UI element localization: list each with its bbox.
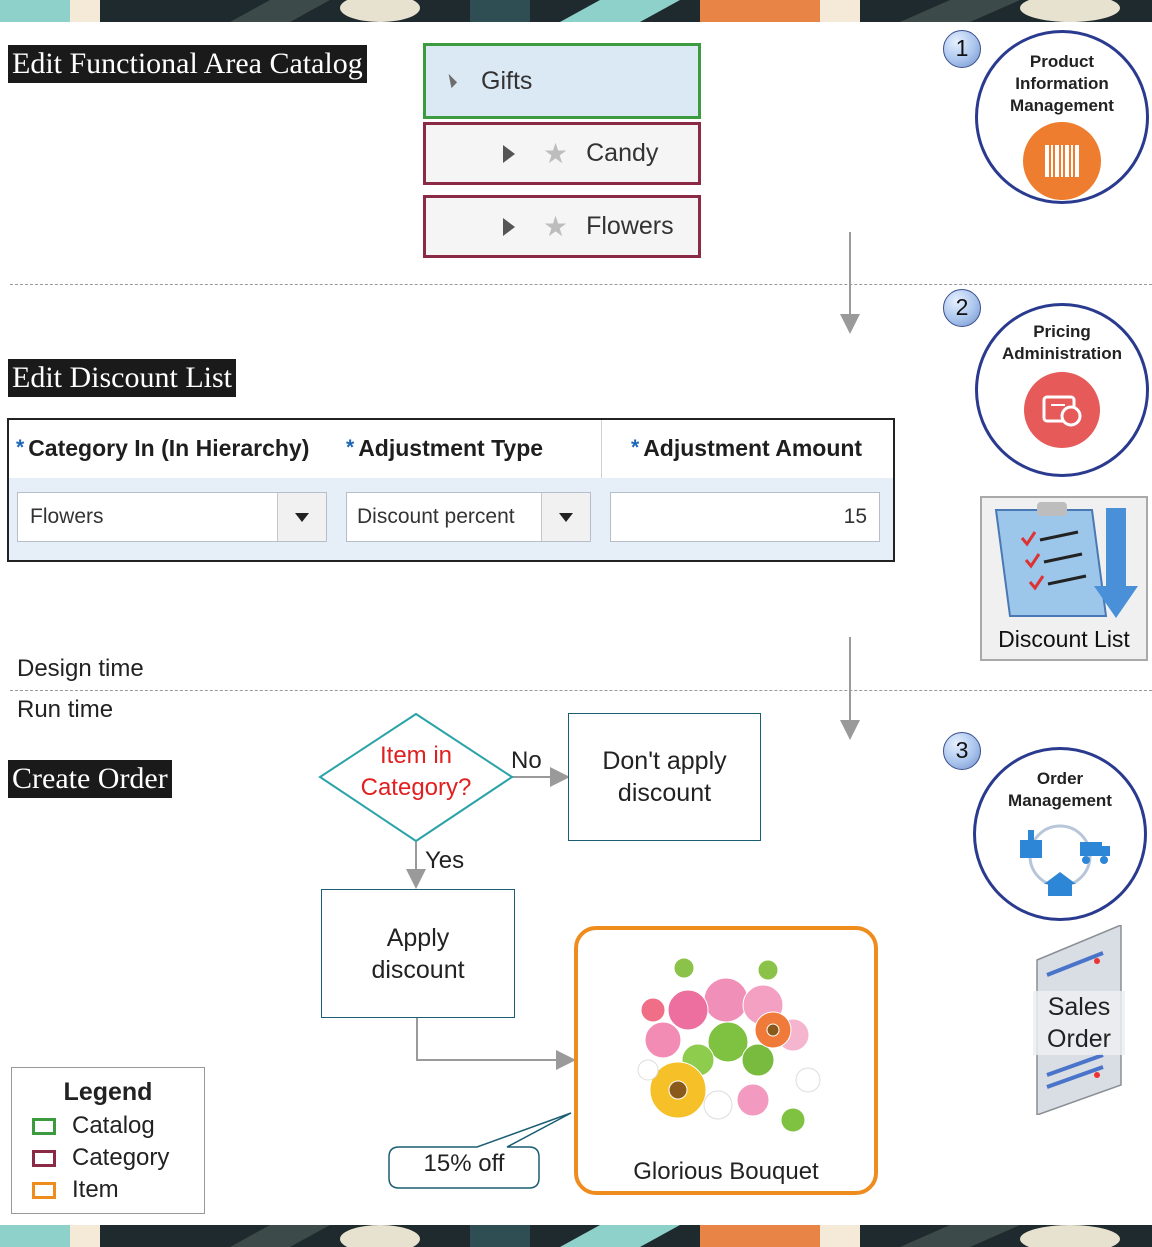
column-header-adjustment-type[interactable]: *Adjustment Type bbox=[346, 420, 543, 478]
collapse-icon[interactable] bbox=[442, 73, 458, 89]
design-time-label: Design time bbox=[17, 655, 144, 682]
category-node-flowers[interactable]: ★ Flowers bbox=[423, 195, 701, 258]
expand-icon[interactable] bbox=[503, 217, 515, 236]
required-marker: * bbox=[631, 436, 640, 459]
expand-icon[interactable] bbox=[503, 144, 515, 163]
pricing-administration-badge: Pricing Administration bbox=[975, 303, 1149, 477]
discount-list-icon: Discount List bbox=[980, 496, 1148, 661]
category-node-label: Candy bbox=[586, 139, 659, 167]
decision-line: Category? bbox=[360, 774, 472, 801]
box-line: discount bbox=[617, 779, 712, 807]
adjustment-amount-input[interactable]: 15 bbox=[610, 492, 880, 542]
callout-text: 15% off bbox=[423, 1150, 505, 1177]
catalog-node-gifts[interactable]: Gifts bbox=[423, 43, 701, 119]
discount-section-title: Edit Discount List bbox=[8, 359, 236, 397]
sales-order-label: Sales Order bbox=[1033, 991, 1125, 1055]
discount-list-label: Discount List bbox=[998, 626, 1130, 652]
legend-label: Category bbox=[72, 1144, 170, 1171]
section-divider bbox=[10, 284, 1152, 285]
legend-label: Item bbox=[72, 1176, 119, 1203]
box-line: discount bbox=[371, 955, 465, 984]
badge-title-line: Product bbox=[1029, 52, 1095, 71]
column-header-label: Adjustment Amount bbox=[643, 435, 863, 461]
legend-item-catalog: Catalog bbox=[32, 1112, 155, 1140]
price-tag-icon bbox=[1024, 372, 1100, 448]
column-header-category[interactable]: *Category In (In Hierarchy) bbox=[16, 420, 309, 478]
badge-title-line: Management bbox=[1008, 791, 1112, 810]
category-select[interactable]: Flowers bbox=[17, 492, 327, 542]
legend-swatch bbox=[32, 1181, 56, 1199]
required-marker: * bbox=[346, 436, 355, 459]
dont-apply-discount-box: Don't apply discount bbox=[568, 713, 761, 841]
catalog-section-title: Edit Functional Area Catalog bbox=[8, 45, 367, 83]
category-node-label: Flowers bbox=[586, 212, 674, 240]
star-icon[interactable]: ★ bbox=[543, 137, 569, 169]
dropdown-button[interactable] bbox=[277, 493, 326, 541]
sales-order-icon: Sales Order bbox=[1033, 925, 1125, 1115]
required-marker: * bbox=[16, 436, 25, 459]
top-banner bbox=[0, 0, 1152, 22]
box-line: Don't apply bbox=[602, 747, 727, 775]
decision-line: Item in bbox=[379, 742, 453, 769]
column-header-label: Category In (In Hierarchy) bbox=[28, 435, 310, 461]
design-run-divider bbox=[10, 690, 1152, 691]
item-card: Glorious Bouquet bbox=[574, 926, 878, 1195]
no-branch-label: No bbox=[511, 747, 542, 774]
discount-lines-table: *Category In (In Hierarchy) *Adjustment … bbox=[7, 418, 895, 562]
dropdown-button[interactable] bbox=[541, 493, 590, 541]
badge-title-line: Order bbox=[1036, 769, 1084, 788]
legend: Legend Catalog Category Item bbox=[11, 1067, 205, 1214]
catalog-node-label: Gifts bbox=[481, 66, 533, 95]
column-header-label: Adjustment Type bbox=[358, 435, 544, 461]
legend-item-category: Category bbox=[32, 1144, 169, 1172]
bouquet-image bbox=[637, 957, 821, 1133]
order-management-badge: Order Management bbox=[973, 747, 1147, 921]
supply-chain-icon bbox=[1020, 824, 1110, 896]
star-icon[interactable]: ★ bbox=[543, 210, 569, 242]
bottom-banner bbox=[0, 1225, 1152, 1247]
item-name: Glorious Bouquet bbox=[633, 1158, 819, 1185]
table-row: Flowers Discount percent 15 bbox=[9, 478, 893, 560]
legend-item-item: Item bbox=[32, 1176, 119, 1204]
category-node-candy[interactable]: ★ Candy bbox=[423, 122, 701, 185]
apply-discount-box: Apply discount bbox=[321, 889, 515, 1018]
column-divider bbox=[601, 420, 602, 478]
column-header-adjustment-amount[interactable]: *Adjustment Amount bbox=[631, 420, 862, 478]
step-number-1: 1 bbox=[943, 30, 981, 68]
run-time-label: Run time bbox=[17, 696, 114, 723]
box-line: Apply bbox=[386, 923, 450, 952]
yes-branch-label: Yes bbox=[425, 847, 465, 874]
legend-title: Legend bbox=[63, 1078, 153, 1106]
decision-text: Item in Category? bbox=[336, 740, 496, 804]
legend-swatch bbox=[32, 1117, 56, 1135]
order-section-title: Create Order bbox=[8, 760, 172, 798]
badge-title-line: Administration bbox=[1002, 344, 1122, 363]
badge-title-line: Management bbox=[1010, 96, 1114, 115]
adjustment-type-select[interactable]: Discount percent bbox=[346, 492, 591, 542]
barcode-icon bbox=[1023, 122, 1101, 200]
chevron-down-icon bbox=[559, 513, 573, 522]
callout-bubble bbox=[388, 1112, 572, 1189]
chevron-down-icon bbox=[295, 513, 309, 522]
sales-order-line: Sales bbox=[1047, 993, 1111, 1021]
product-information-management-badge: Product Information Management bbox=[975, 30, 1149, 204]
category-select-value: Flowers bbox=[30, 505, 104, 528]
adjustment-type-value: Discount percent bbox=[357, 505, 515, 528]
step-number-2: 2 bbox=[943, 289, 981, 327]
sales-order-line: Order bbox=[1047, 1025, 1111, 1053]
step-number-3: 3 bbox=[943, 732, 981, 770]
legend-label: Catalog bbox=[72, 1112, 155, 1139]
legend-swatch bbox=[32, 1149, 56, 1167]
badge-title-line: Information bbox=[1015, 74, 1109, 93]
badge-title-line: Pricing bbox=[1033, 322, 1091, 341]
